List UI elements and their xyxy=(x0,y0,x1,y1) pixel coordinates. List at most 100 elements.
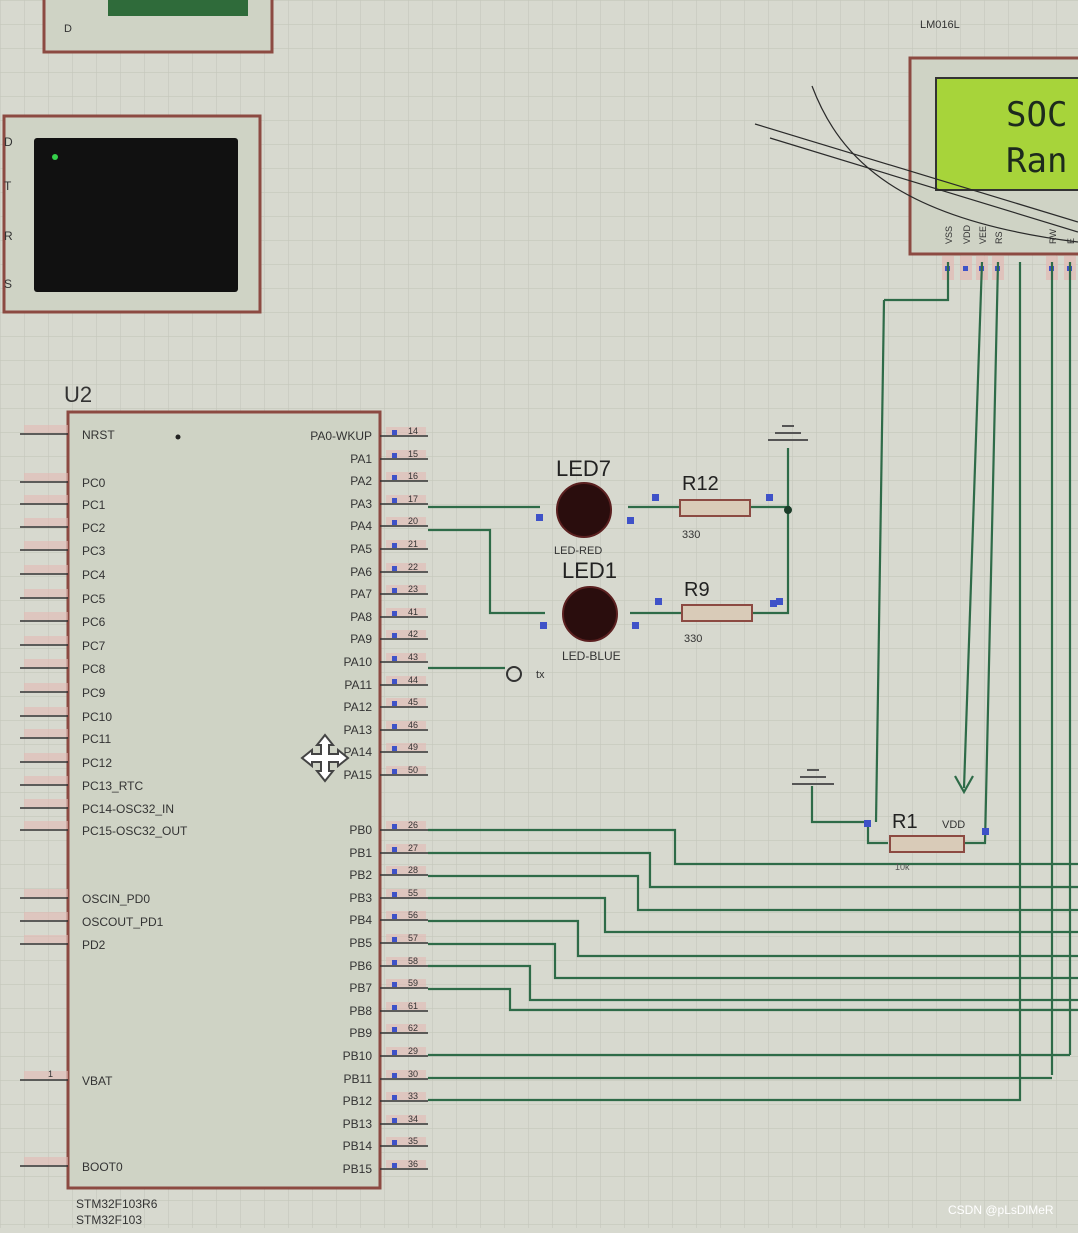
mcu-right-pin[interactable]: 61 PB8 xyxy=(349,1001,428,1018)
terminal-cursor-dot xyxy=(52,154,58,160)
mcu-left-pin[interactable]: PC9 xyxy=(20,683,106,700)
led7[interactable]: LED7 LED-RED xyxy=(536,456,659,557)
pin-number: 45 xyxy=(408,697,418,707)
mcu-left-pin[interactable]: PC2 xyxy=(20,518,106,535)
pin-name: PA6 xyxy=(350,565,372,579)
resistor-r1[interactable]: R1 VDD 10k xyxy=(864,811,989,872)
svg-text:S: S xyxy=(4,277,12,291)
mcu-left-pin[interactable]: NRST xyxy=(20,425,115,442)
top-left-component[interactable]: D xyxy=(42,0,274,54)
pin-name: OSCIN_PD0 xyxy=(82,892,150,906)
mcu-left-pin[interactable]: PC7 xyxy=(20,636,106,653)
lcd-pin[interactable]: VDD xyxy=(960,224,972,280)
led7-ref: LED7 xyxy=(556,456,611,481)
pin-name: PA0-WKUP xyxy=(310,429,372,443)
pin-name: PD2 xyxy=(82,938,106,952)
pin-name: PA1 xyxy=(350,452,372,466)
mcu-left-pin[interactable]: PC12 xyxy=(20,753,112,770)
mcu-left-pin[interactable]: OSCIN_PD0 xyxy=(20,889,150,906)
mcu-left-pin[interactable]: PC15-OSC32_OUT xyxy=(20,821,188,838)
r1-ref: R1 xyxy=(892,811,918,833)
mcu-left-pin[interactable]: PC0 xyxy=(20,473,106,490)
pin-name: PC2 xyxy=(82,521,106,535)
mcu-left-pin[interactable]: PC4 xyxy=(20,565,106,582)
mcu-left-pin[interactable]: PC6 xyxy=(20,612,106,629)
resistor-r12[interactable]: R12 330 xyxy=(679,473,773,541)
virtual-terminal[interactable]: D T R S xyxy=(2,114,262,314)
mcu-left-pin[interactable]: PC14-OSC32_IN xyxy=(20,799,174,816)
resistor-r9[interactable]: R9 330 xyxy=(681,579,783,645)
tx-probe[interactable]: tx xyxy=(506,666,545,682)
mcu-u2[interactable]: U2 NRSTPC0PC1PC2PC3PC4PC5PC6PC7PC8PC9PC1… xyxy=(20,382,428,1227)
pin-number: 42 xyxy=(408,629,418,639)
pin-number: 57 xyxy=(408,933,418,943)
pin-name: PB13 xyxy=(343,1117,373,1131)
mcu-part-line1: STM32F103R6 xyxy=(76,1197,158,1211)
mcu-left-pin[interactable]: PC1 xyxy=(20,495,106,512)
led1[interactable]: LED1 LED-BLUE xyxy=(540,558,662,663)
pin-number: 21 xyxy=(408,539,418,549)
pin-name: PA10 xyxy=(344,655,373,669)
tx-label: tx xyxy=(536,669,545,681)
mcu-right-pin[interactable]: 50 PA15 xyxy=(344,765,428,782)
mcu-part-line2: STM32F103 xyxy=(76,1213,142,1227)
mcu-left-pin[interactable]: OSCOUT_PD1 xyxy=(20,912,164,929)
pin-name: PC1 xyxy=(82,498,106,512)
pin-name: PA4 xyxy=(350,519,372,533)
pin-name: PC14-OSC32_IN xyxy=(82,802,174,816)
pin-number: 23 xyxy=(408,584,418,594)
vdd-arrow-icon xyxy=(954,775,974,795)
pin-name: PA7 xyxy=(350,587,372,601)
mcu-right-pin[interactable]: 23 PA7 xyxy=(350,584,428,601)
pin-number: 20 xyxy=(408,516,418,526)
mcu-left-pin[interactable]: BOOT0 xyxy=(20,1157,123,1174)
mcu-left-pin[interactable]: PC11 xyxy=(20,729,111,746)
mcu-left-pin[interactable]: PC13_RTC xyxy=(20,776,143,793)
pin-number: 16 xyxy=(408,471,418,481)
pin-name: PA15 xyxy=(344,768,373,782)
mcu-left-pin[interactable]: PC10 xyxy=(20,707,112,724)
mcu-right-pin[interactable]: 20 PA4 xyxy=(350,516,428,533)
pin-number: 50 xyxy=(408,765,418,775)
pin-number: 61 xyxy=(408,1001,418,1011)
pin-number: 35 xyxy=(408,1136,418,1146)
mcu-left-pin[interactable]: PD2 xyxy=(20,935,106,952)
mcu-left-pin[interactable]: PC5 xyxy=(20,589,106,606)
mcu-left-pin[interactable]: PC3 xyxy=(20,541,106,558)
mcu-left-pin[interactable]: PC8 xyxy=(20,659,106,676)
pin-name: PB8 xyxy=(349,1004,372,1018)
pin-name: PB15 xyxy=(343,1162,373,1176)
